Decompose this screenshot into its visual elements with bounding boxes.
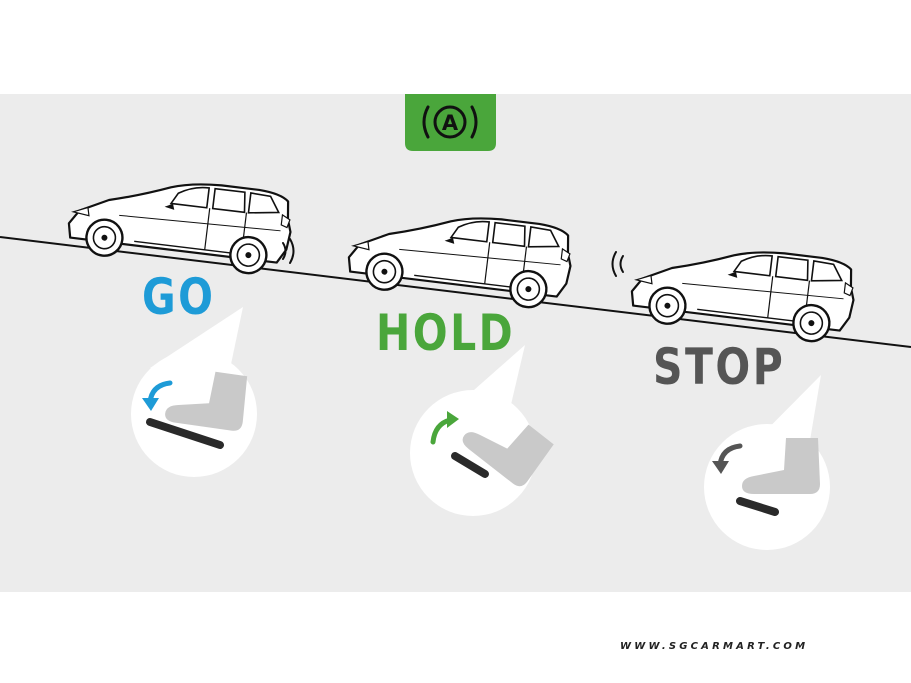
website-url: WWW.SGCARMART.COM	[620, 641, 809, 652]
counterclockwise-arrow-icon	[142, 380, 173, 411]
label-stop: STOP	[653, 338, 786, 396]
label-go: GO	[142, 268, 216, 326]
ground-slope-line	[0, 236, 911, 348]
car-hold	[344, 200, 577, 313]
bubble-stop	[704, 375, 830, 550]
auto-brake-hold-badge: A	[405, 94, 496, 151]
pedal-icon	[146, 418, 224, 449]
auto-brake-hold-icon: A	[422, 105, 478, 139]
svg-text:A: A	[442, 111, 459, 135]
car-stop	[627, 234, 860, 347]
pedal-icon	[451, 452, 489, 478]
pedal-icon	[736, 497, 779, 516]
bubble-go	[131, 307, 257, 477]
motion-marks-stop	[611, 251, 624, 277]
clockwise-arrow-icon	[430, 411, 459, 445]
bubble-hold	[410, 345, 556, 516]
car-go	[64, 166, 297, 279]
label-hold: HOLD	[376, 304, 516, 362]
motion-marks-go	[282, 238, 295, 264]
counterclockwise-arrow-icon	[712, 443, 743, 474]
